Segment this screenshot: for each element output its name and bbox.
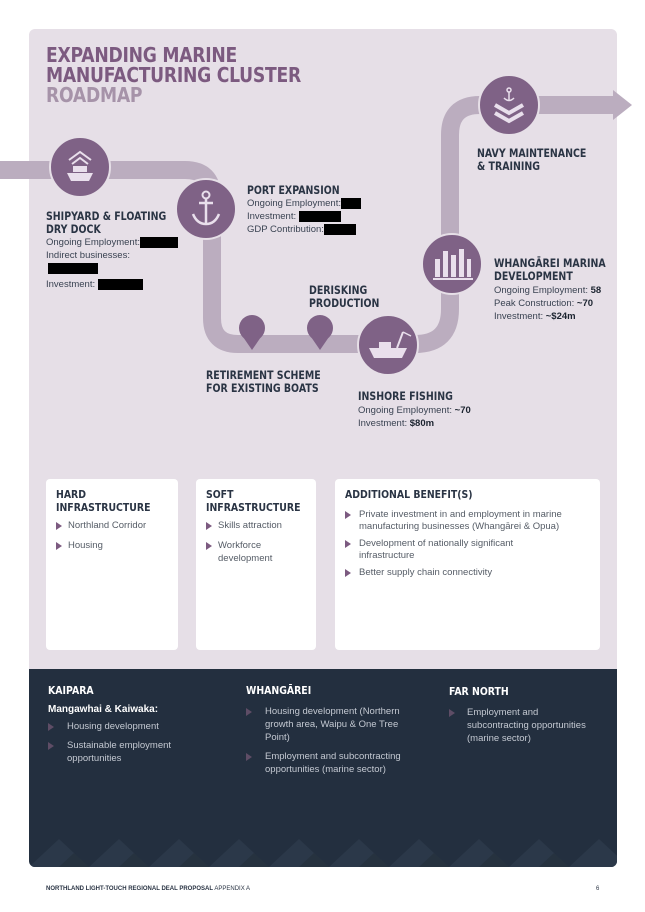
bullet-arrow-icon	[206, 522, 212, 530]
roadmap-arrow-head	[613, 90, 632, 120]
navy-milestone	[478, 74, 540, 136]
list-item: Employment and subcontracting	[265, 751, 401, 762]
marina-title-2: DEVELOPMENT	[494, 269, 573, 283]
decorative-pattern	[29, 839, 617, 867]
card-title: HARD	[56, 488, 87, 501]
shipyard-title-1: SHIPYARD & FLOATING	[46, 209, 167, 223]
list-item: growth area, Waipu & One Tree	[265, 719, 399, 730]
list-item: Housing development (Northern	[265, 706, 400, 717]
retirement-title-1: RETIREMENT SCHEME	[206, 368, 321, 382]
list-item: Northland Corridor	[68, 520, 147, 531]
card-title: INFRASTRUCTURE	[56, 501, 151, 514]
shipyard-employment: Ongoing Employment:	[46, 236, 178, 249]
anchor-icon	[191, 190, 221, 226]
bullet-arrow-icon	[345, 511, 351, 519]
additional-benefits-card: ADDITIONAL BENEFIT(S) Private investment…	[335, 479, 600, 650]
port-title: PORT EXPANSION	[247, 183, 340, 197]
page-number: 6	[596, 886, 600, 892]
marina-boats-icon	[433, 249, 473, 280]
bullet-arrow-icon	[56, 542, 62, 550]
bullet-arrow-icon	[345, 540, 351, 548]
kaipara-title: KAIPARA	[48, 684, 94, 697]
list-item: opportunities	[67, 753, 122, 764]
kaipara-subtitle: Mangawhai & Kaiwaka:	[48, 704, 159, 715]
shipyard-investment: Investment:	[46, 278, 143, 291]
page-title-line2: MANUFACTURING CLUSTER	[46, 63, 301, 87]
redaction	[323, 223, 356, 235]
fishing-boat-icon	[369, 331, 412, 358]
list-item: Skills attraction	[218, 520, 282, 531]
page-title-line1: EXPANDING MARINE	[46, 43, 238, 67]
inshore-milestone	[357, 314, 419, 376]
regions-panel: KAIPARA Mangawhai & Kaiwaka: Housing dev…	[29, 669, 617, 867]
inshore-title: INSHORE FISHING	[358, 389, 453, 403]
port-investment: Investment:	[247, 210, 341, 223]
page-title-line3: ROADMAP	[46, 83, 143, 107]
list-item: Employment and	[467, 707, 539, 718]
list-item: Development of nationally significant	[359, 538, 514, 549]
bullet-arrow-icon	[206, 542, 212, 550]
bullet-arrow-icon	[48, 742, 54, 750]
list-item: development	[218, 553, 273, 564]
list-item: Sustainable employment	[67, 740, 172, 751]
inshore-investment: Investment: $80m	[358, 418, 435, 429]
farnorth-title: FAR NORTH	[449, 685, 509, 698]
list-item: Private investment in and employment in …	[359, 509, 562, 520]
navy-title-1: NAVY MAINTENANCE	[477, 146, 587, 160]
shipyard-indirect: Indirect businesses:	[46, 250, 130, 261]
marina-title-1: WHANGĀREI MARINA	[494, 256, 606, 270]
port-employment: Ongoing Employment:	[247, 197, 361, 210]
list-item: subcontracting opportunities	[467, 720, 586, 731]
bullet-arrow-icon	[56, 522, 62, 530]
retirement-title-2: FOR EXISTING BOATS	[206, 381, 319, 395]
navy-title-2: & TRAINING	[477, 159, 541, 173]
pin-retirement-icon	[239, 315, 265, 350]
inshore-employment: Ongoing Employment: ~70	[358, 405, 471, 416]
redaction	[140, 236, 178, 248]
list-item: Workforce	[218, 540, 262, 551]
bullet-arrow-icon	[449, 709, 455, 717]
derisking-title-1: DERISKING	[309, 283, 368, 297]
port-gdp: GDP Contribution:	[247, 223, 356, 236]
bullet-arrow-icon	[246, 708, 252, 716]
list-item: Housing development	[67, 721, 159, 732]
list-item: manufacturing businesses (Whangārei & Op…	[359, 521, 560, 532]
bullet-arrow-icon	[246, 753, 252, 761]
shipyard-title-2: DRY DOCK	[46, 222, 101, 236]
card-title: INFRASTRUCTURE	[206, 501, 301, 514]
ship-icon	[67, 150, 93, 181]
marina-peak: Peak Construction: ~70	[494, 298, 594, 309]
list-item: Point)	[265, 732, 290, 743]
derisking-title-2: PRODUCTION	[309, 296, 380, 310]
marina-employment: Ongoing Employment: 58	[494, 285, 602, 296]
card-title: ADDITIONAL BENEFIT(S)	[345, 488, 473, 501]
redaction	[97, 278, 143, 290]
bullet-arrow-icon	[48, 723, 54, 731]
marina-investment: Investment: ~$24m	[494, 311, 576, 322]
pin-derisking-icon	[307, 315, 333, 350]
navy-chevron-icon	[494, 87, 524, 124]
list-item: (marine sector)	[467, 733, 531, 744]
list-item: Housing	[68, 540, 103, 551]
whangarei-title: WHANGĀREI	[246, 684, 312, 697]
card-title: SOFT	[206, 488, 234, 501]
list-item: infrastructure	[359, 550, 415, 561]
list-item: opportunities (marine sector)	[265, 764, 386, 775]
bullet-arrow-icon	[345, 569, 351, 577]
shipyard-milestone	[49, 136, 111, 198]
marina-milestone	[421, 233, 483, 295]
redaction	[298, 210, 341, 222]
list-item: Better supply chain connectivity	[359, 567, 493, 578]
redaction	[341, 197, 361, 209]
footer-title: NORTHLAND LIGHT-TOUCH REGIONAL DEAL PROP…	[46, 886, 251, 892]
port-milestone	[175, 178, 237, 240]
redaction	[48, 263, 98, 274]
hard-infrastructure-card: HARD INFRASTRUCTURE Northland Corridor H…	[46, 479, 178, 650]
soft-infrastructure-card: SOFT INFRASTRUCTURE Skills attraction Wo…	[196, 479, 316, 650]
